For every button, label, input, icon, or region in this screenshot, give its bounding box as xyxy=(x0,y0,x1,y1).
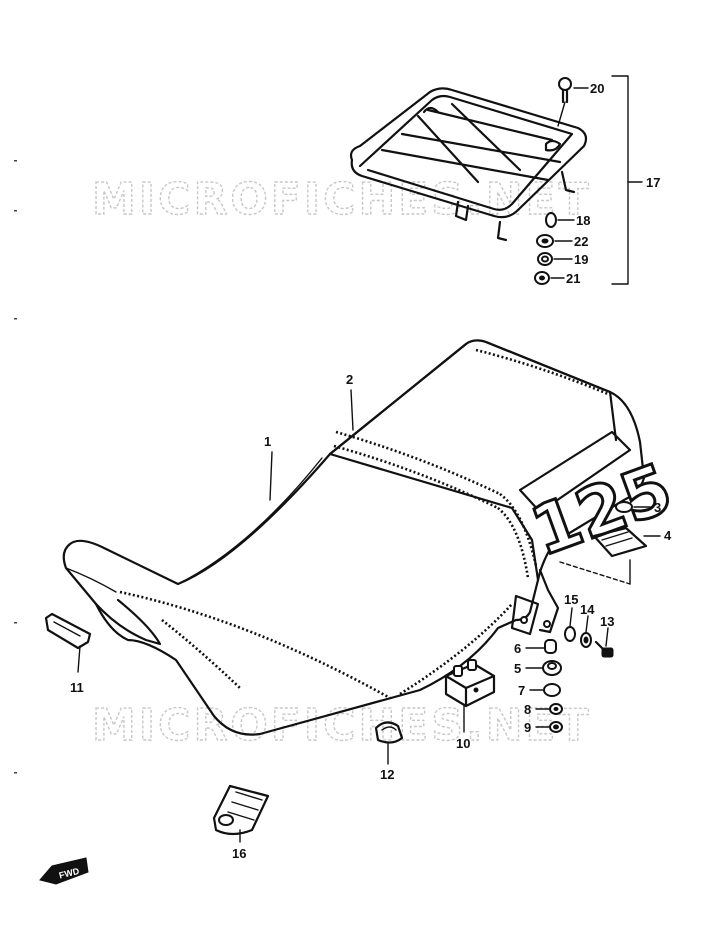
rear-carrier[interactable] xyxy=(349,87,588,242)
seat-assembly[interactable] xyxy=(62,339,646,736)
callout-13: 13 xyxy=(600,614,614,629)
front-mark-text: FWD xyxy=(58,866,81,881)
leader-1 xyxy=(269,451,273,501)
callout-17: 17 xyxy=(646,175,660,190)
tool-band-16[interactable] xyxy=(212,784,270,843)
front-direction-arrow: FWD xyxy=(39,857,89,885)
grommet-5[interactable] xyxy=(525,660,562,676)
callout-15: 15 xyxy=(564,592,578,607)
callout-14: 14 xyxy=(580,602,595,617)
margin-marks xyxy=(14,160,17,774)
callout-2: 2 xyxy=(346,372,353,387)
callout-3: 3 xyxy=(654,500,661,515)
nut-21[interactable] xyxy=(534,271,550,285)
callout-4: 4 xyxy=(664,528,672,543)
leader-4-seat xyxy=(559,561,631,585)
callout-20: 20 xyxy=(590,81,604,96)
callout-5: 5 xyxy=(514,661,521,676)
callout-19: 19 xyxy=(574,252,588,267)
washer-3[interactable] xyxy=(615,501,651,513)
washer-7[interactable] xyxy=(529,683,561,697)
leader-2 xyxy=(350,389,354,431)
washer-18[interactable] xyxy=(545,212,557,228)
callout-7: 7 xyxy=(518,683,525,698)
callout-18: 18 xyxy=(576,213,590,228)
damper-4[interactable] xyxy=(592,526,661,558)
seat-lock-10[interactable] xyxy=(444,659,496,733)
watermark-lower: MICROFICHES.NET xyxy=(92,700,592,751)
callout-11: 11 xyxy=(70,680,84,695)
callout-21: 21 xyxy=(566,271,580,286)
callout-12: 12 xyxy=(380,767,394,782)
washer-19[interactable] xyxy=(537,252,553,266)
bolt-13[interactable] xyxy=(594,627,614,658)
callout-9: 9 xyxy=(524,720,531,735)
callout-8: 8 xyxy=(524,702,531,717)
nut-9[interactable] xyxy=(535,721,563,733)
washer-8[interactable] xyxy=(535,703,563,715)
callout-6: 6 xyxy=(514,641,521,656)
washer-15[interactable] xyxy=(564,607,576,642)
callout-22: 22 xyxy=(574,234,588,249)
washer-22[interactable] xyxy=(536,234,554,248)
cushion-12[interactable] xyxy=(374,721,404,765)
callout-10: 10 xyxy=(456,736,470,751)
washer-14[interactable] xyxy=(580,615,592,648)
callout-1: 1 xyxy=(264,434,271,449)
group-bracket-17 xyxy=(611,75,629,285)
bolt-20[interactable] xyxy=(557,77,572,127)
hook-plate-11[interactable] xyxy=(44,612,92,673)
callout-16: 16 xyxy=(232,846,246,861)
collar-6[interactable] xyxy=(525,639,557,654)
